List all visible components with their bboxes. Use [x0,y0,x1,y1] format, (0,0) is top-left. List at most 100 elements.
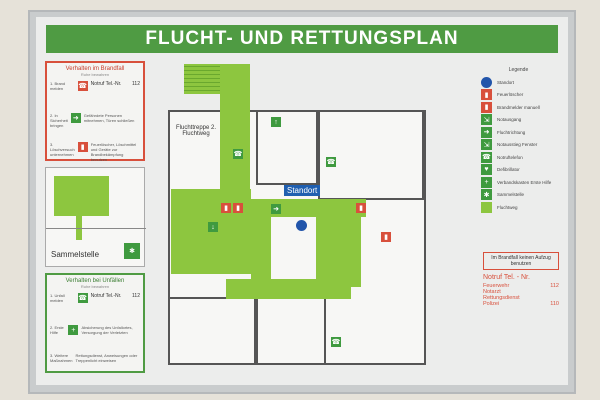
fire-extinguisher-icon: ▮ [221,203,231,213]
emergency-exit-icon: ➜ [271,204,281,214]
fire-step: 3. Löschversuch unternehmen▮Feuerlöscher… [50,142,140,162]
fire-step: 1. Brand melden ☎Notruf Tel.-Nr. 112 [50,81,140,91]
legend-label: Fluchtrichtung [497,129,526,135]
step-label: 2. Erste Hilfe [50,325,64,335]
service-number: 112 [550,283,559,289]
legend-label: Notausgang [497,117,522,123]
step-text: Absicherung des Unfallortes, Versorgung … [81,325,133,335]
step-text: Rettungsdienst, Anweisungen oder Treppen… [75,353,138,363]
fire-behavior-panel: Verhalten im Brandfall Ruhe bewahren 1. … [45,61,145,162]
assembly-point-icon: ✱ [124,243,140,259]
step-text: Feuerlöscher, Löschmittel und Geräte zur… [90,142,137,162]
stair-label: Fluchttreppe 2. Fluchtweg [175,125,217,137]
accident-panel-heading: Verhalten bei Unfällen [65,278,125,284]
service-number: 110 [550,301,559,307]
legend-item: ▮ Feuerlöscher [481,89,556,102]
first-aid-icon: + [68,325,79,335]
room [256,297,326,365]
fire-panel-sub: Ruhe bewahren [80,72,110,77]
step-text: Gefährdete Personen mitnehmen, Türen sch… [83,113,135,123]
escape-route [226,199,366,217]
legend: Legende Standort ▮ Feuerlöscher ▮Brandmelde… [481,67,556,214]
defibrillator-icon: ♥ [481,164,492,176]
legend-label: Verbandskasten Erste Hilfe [497,179,552,185]
phone-icon: ☎ [481,151,492,163]
assembly-label: Sammelstelle [51,250,100,259]
service-name: Polizei [483,301,500,307]
service-name: Rettungsdienst [483,295,520,301]
room [168,297,256,365]
legend-label: Fluchtweg [497,204,518,210]
fire-extinguisher-icon: ▮ [381,232,391,242]
number-row: Rettungsdienst [483,295,559,301]
legend-item: ▮Brandmelder manuell [481,101,556,114]
legend-label: Standort [497,79,515,85]
number-row: Notarzt [483,289,559,295]
emergency-exit-icon: ⇲ [481,114,492,126]
accident-panel-sub: Ruhe bewahren [80,284,110,289]
elevator-notice: Im Brandfall keinen Aufzug benutzen [483,252,559,270]
legend-item: ☎ Notruftelefon [481,151,556,164]
fire-extinguisher-icon: ▮ [481,89,492,101]
escape-route [251,217,271,299]
step-text: Notruf Tel.-Nr. [90,81,122,87]
room [256,110,318,185]
legend-label: Notruftelefon [497,154,523,160]
street-line [46,228,146,229]
step-label: 3. Löschversuch unternehmen [50,142,75,157]
step-text: Notruf Tel.-Nr. [90,293,122,299]
accident-behavior-panel: Verhalten bei Unfällen Ruhe bewahren 1. … [45,273,145,373]
legend-item: ✱ Sammelstelle [481,189,556,202]
legend-label: Feuerlöscher [497,92,524,98]
legend-label: Defibrillator [497,167,520,173]
arrow-down-icon: ↓ [208,222,218,232]
phone-icon: ☎ [77,293,88,303]
fire-panel-heading: Verhalten im Brandfall [65,66,125,72]
first-aid-icon: + [481,176,492,188]
accident-step: 1. Unfall melden ☎Notruf Tel.-Nr. 112 [50,293,140,303]
phone-icon: ☎ [331,337,341,347]
exit-icon: ➜ [70,113,81,123]
legend-item: ♥ Defibrillator [481,164,556,177]
arrow-right-icon: ➜ [481,126,492,138]
step-label: 1. Brand melden [50,81,66,91]
assembly-point-icon: ✱ [481,189,492,201]
service-name: Feuerwehr [483,283,510,289]
step-label: 2. In Sicherheit bringen [50,113,68,128]
escape-route-swatch [481,201,492,213]
legend-item: ⇲ Notausstieg Fenster [481,139,556,152]
building-outline [54,176,109,216]
emergency-number: 112 [132,81,140,87]
legend-item: ➜ Fluchtrichtung [481,126,556,139]
legend-item: Standort [481,76,556,89]
step-label: 3. Weitere Maßnahmen [50,353,73,363]
fire-step: 2. In Sicherheit bringen➜Gefährdete Pers… [50,113,140,128]
legend-item: Fluchtweg [481,201,556,214]
number-row: Feuerwehr 112 [483,283,559,289]
step-label: 1. Unfall melden [50,293,65,303]
room [318,110,424,200]
escape-route [220,64,250,199]
number-row: Polizei 110 [483,301,559,307]
legend-label: Sammelstelle [497,192,525,198]
legend-label: Notausstieg Fenster [497,142,538,148]
emergency-number: 112 [132,293,140,299]
legend-item: + Verbandskasten Erste Hilfe [481,176,556,189]
emergency-numbers: Im Brandfall keinen Aufzug benutzen Notr… [483,252,559,307]
plan-title: FLUCHT- UND RETTUNGSPLAN [46,25,558,53]
legend-item: ⇲ Notausgang [481,114,556,127]
fire-alarm-icon: ☎ [77,81,88,91]
escape-route [316,217,361,287]
floor-plan: Fluchttreppe 2. Fluchtweg Standort ☎ ☎ ☎… [166,64,428,372]
arrow-up-icon: ↑ [271,117,281,127]
legend-label: Brandmelder manuell [497,104,540,110]
window-exit-icon: ⇲ [481,139,492,151]
external-stair [184,64,220,94]
location-dot-icon [296,220,307,231]
numbers-title: Notruf Tel. - Nr. [483,274,530,281]
legend-title: Legende [508,67,529,73]
phone-icon: ☎ [233,149,243,159]
fire-alarm-icon: ▮ [233,203,243,213]
fire-extinguisher-icon: ▮ [77,142,88,152]
